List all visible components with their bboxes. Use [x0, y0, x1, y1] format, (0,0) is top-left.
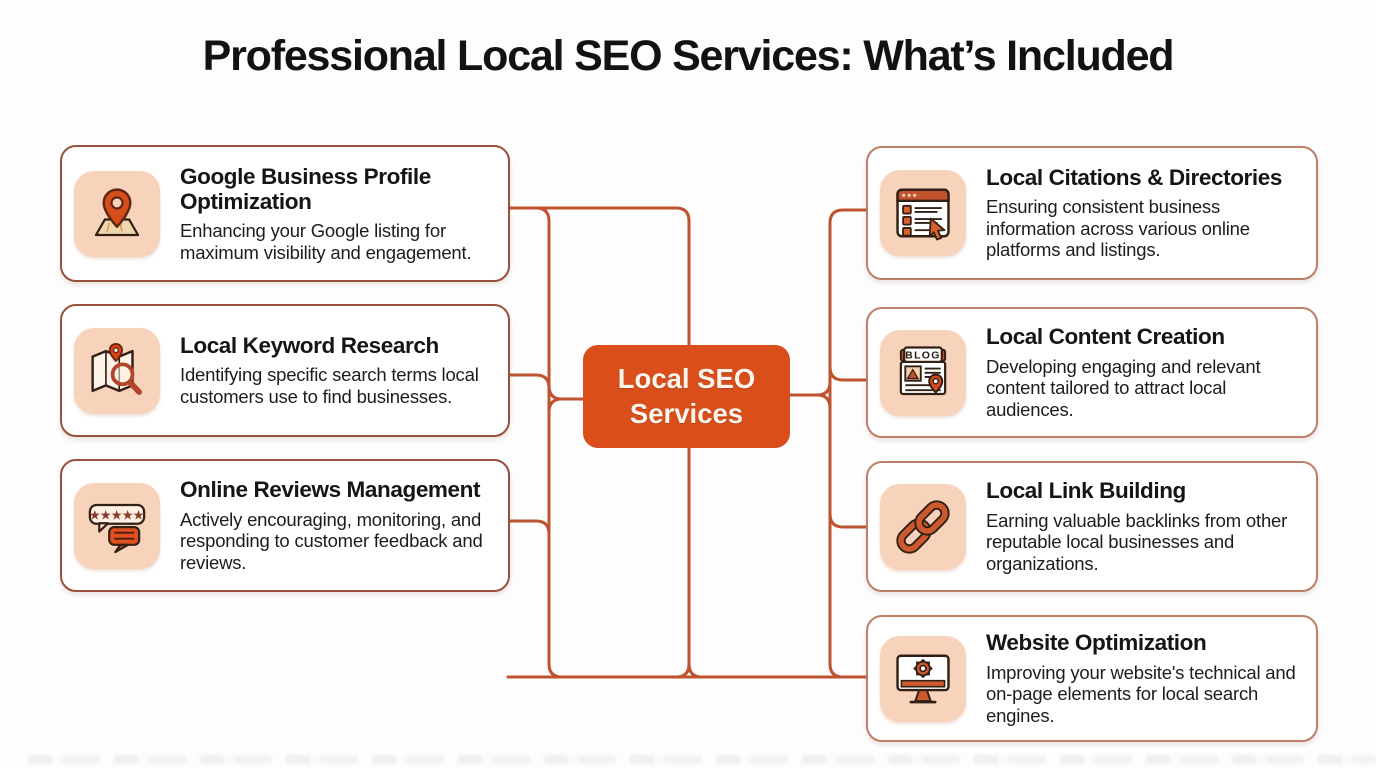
card-description: Earning valuable backlinks from other re…: [986, 509, 1288, 574]
map-magnifier-icon: [74, 327, 160, 414]
card-title: Local Citations & Directories: [986, 164, 1282, 190]
bottom-watermark-strip: [28, 755, 1376, 764]
card-local-citations-directories: Local Citations & Directories Ensuring c…: [866, 146, 1318, 280]
card-title: Online Reviews Management: [180, 477, 481, 503]
card-local-keyword-research: Local Keyword Research Identifying speci…: [60, 304, 510, 437]
card-title: Google Business Profile Optimization: [180, 163, 431, 214]
card-description: Developing engaging and relevant content…: [986, 355, 1261, 420]
monitor-gear-icon: [880, 635, 966, 722]
directory-list-cursor-icon: [880, 170, 966, 256]
card-description: Actively encouraging, monitoring, and re…: [180, 508, 483, 573]
page-title: Professional Local SEO Services: What’s …: [202, 32, 1175, 80]
center-node: Local SEO Services: [583, 345, 790, 448]
chain-link-icon: [880, 483, 966, 570]
card-description: Ensuring consistent business information…: [986, 196, 1250, 261]
card-title: Local Link Building: [986, 478, 1186, 504]
card-google-business-profile: Google Business Profile Optimization Enh…: [60, 145, 510, 282]
card-title: Local Keyword Research: [180, 333, 439, 359]
map-pin-icon: [74, 170, 160, 257]
card-local-content-creation: BLOG Local Content Creation Developing e…: [866, 307, 1318, 438]
card-local-link-building: Local Link Building Earning valuable bac…: [866, 461, 1318, 592]
card-title: Website Optimization: [986, 630, 1207, 656]
card-website-optimization: Website Optimization Improving your webs…: [866, 615, 1318, 742]
star-rating: ★★★★★: [90, 508, 145, 521]
card-title: Local Content Creation: [986, 324, 1225, 350]
card-description: Identifying specific search terms local …: [180, 364, 479, 408]
card-description: Enhancing your Google listing for maximu…: [180, 220, 472, 263]
card-description: Improving your website's technical and o…: [986, 661, 1296, 726]
card-online-reviews-management: ★★★★★ Online Reviews Management Actively…: [60, 459, 510, 592]
blog-article-icon: BLOG: [880, 329, 966, 416]
review-bubbles-icon: ★★★★★: [74, 482, 160, 569]
blog-label: BLOG: [905, 349, 941, 361]
